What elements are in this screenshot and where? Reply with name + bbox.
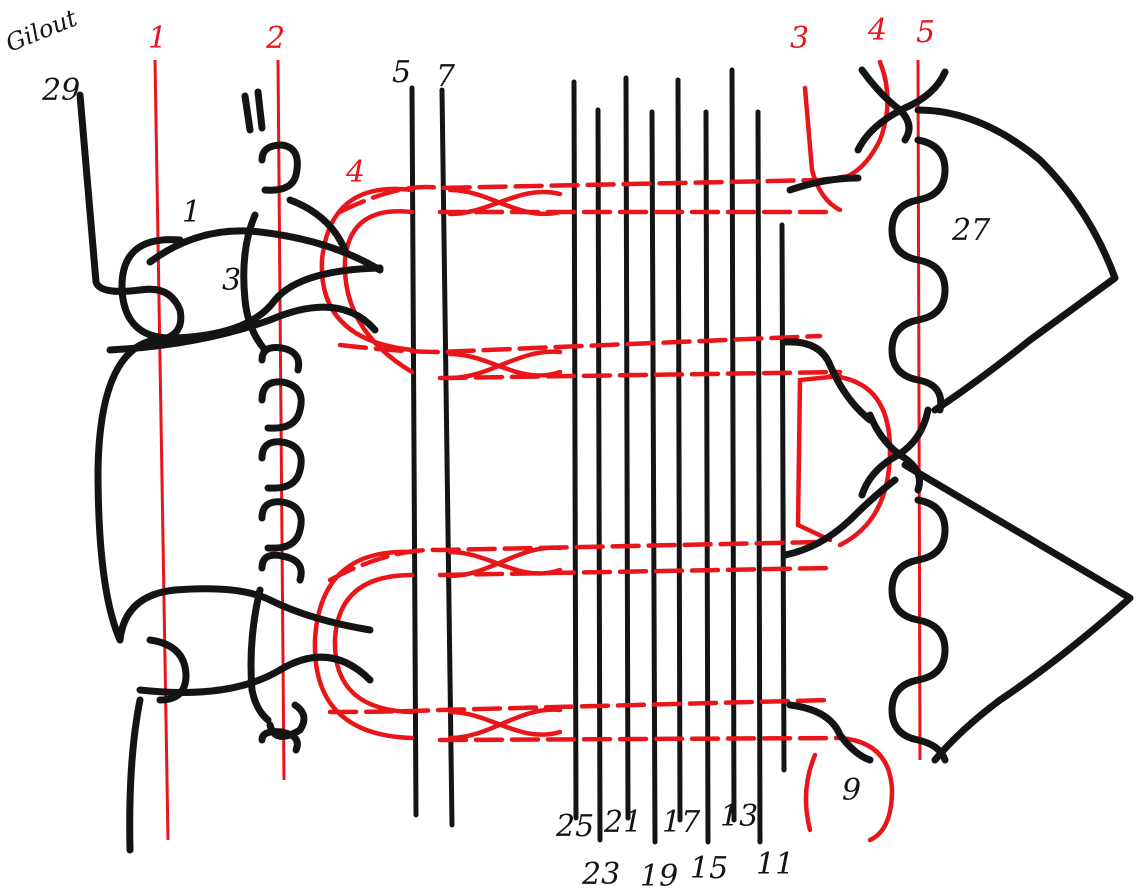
chain-link-6: [258, 551, 305, 584]
knot-top-tail: [286, 196, 349, 254]
label-21: 21: [603, 805, 642, 840]
cord-29: [76, 91, 144, 295]
red-loop-top-inner: [342, 208, 415, 375]
warp-11: [755, 109, 763, 845]
twist-4: [447, 707, 563, 741]
label-15: 15: [690, 851, 728, 886]
right-wavy-chain: [888, 136, 949, 764]
chain-link-3: [258, 378, 305, 432]
red-left-loops: [312, 186, 415, 741]
triangle-top: [914, 106, 1119, 414]
right-cross-knots: [854, 66, 949, 499]
red-loop-bottom-inner: [332, 572, 415, 715]
warp-7: [439, 87, 455, 828]
red-bottom-right: [837, 735, 895, 843]
label-23: 23: [581, 857, 620, 892]
warp-inner-right: [779, 222, 787, 773]
knot-top-loop-a: [118, 236, 384, 342]
label-29: 29: [41, 73, 80, 108]
red-line-1: [153, 59, 170, 841]
knot-bottom-stem: [247, 586, 272, 724]
label-17: 17: [662, 805, 701, 840]
red-twists: [447, 187, 563, 741]
weft-row-1a: [337, 173, 853, 215]
end-row-4: [786, 701, 874, 764]
warp-13: [729, 67, 737, 823]
weft-row-3b: [437, 565, 833, 578]
warp-5: [409, 85, 419, 818]
knot-top-stem: [240, 211, 269, 354]
label-11: 11: [756, 847, 794, 882]
red-weft-passes: [327, 173, 853, 743]
label-red-2: 2: [265, 21, 285, 56]
chain-link-1: [258, 141, 301, 194]
red-line-5: [916, 59, 922, 761]
label-3: 3: [222, 263, 241, 298]
label-9: 9: [842, 773, 861, 808]
end-row-2: [781, 338, 874, 424]
left-hitch-chain: [241, 88, 305, 754]
knot-top-hook: [136, 285, 185, 344]
warp-17: [675, 77, 683, 823]
label-1: 1: [182, 195, 201, 230]
warp-21: [623, 75, 631, 821]
chain-link-4: [258, 438, 305, 492]
label-5: 5: [392, 55, 411, 90]
warp-25: [571, 79, 579, 821]
weft-row-2b: [437, 369, 843, 381]
label-red-side-4: 4: [345, 155, 365, 190]
label-red-1: 1: [148, 21, 167, 56]
right-triangle-loops: [901, 106, 1134, 764]
red-3-top: [802, 85, 843, 213]
label-red-3: 3: [790, 21, 809, 56]
knot-top-loop-b: [146, 227, 384, 274]
twist-1: [447, 187, 563, 217]
warp-23: [595, 107, 603, 843]
label-7: 7: [436, 59, 456, 94]
cross-mid-b: [858, 406, 932, 499]
chain-link-7: [258, 728, 301, 754]
label-27: 27: [951, 213, 991, 248]
knot-top-loop-c: [106, 303, 379, 354]
chain-top-ends: [241, 88, 266, 134]
knot-left-bottom: [116, 585, 374, 854]
triangle-bottom: [901, 461, 1134, 764]
left-outer-arc: [94, 336, 159, 644]
red-bottom-hook: [803, 752, 818, 833]
label-red-4: 4: [867, 13, 887, 48]
twist-2: [447, 349, 563, 381]
black-warp-threads: [409, 67, 787, 845]
red-guide-lines: [153, 59, 922, 841]
red-loop-bottom-outer: [312, 549, 415, 741]
warp-19: [649, 109, 658, 845]
weft-row-4b: [437, 735, 843, 743]
warp-15: [703, 109, 711, 845]
label-13: 13: [720, 799, 758, 834]
end-row-3: [781, 476, 899, 559]
red-line-2: [276, 59, 286, 781]
end-row-1: [786, 174, 862, 194]
right-weft-ends: [781, 174, 899, 764]
knot-bottom-loop-b: [136, 653, 374, 696]
signature: Gilout: [2, 4, 81, 58]
label-25: 25: [555, 809, 594, 844]
knot-left-top: [106, 196, 384, 354]
label-19: 19: [640, 859, 678, 892]
chain-link-2: [258, 344, 303, 374]
knot-bottom-tail: [126, 696, 144, 854]
chain-link-5: [258, 498, 305, 552]
knot-bottom-loop-a: [116, 585, 374, 644]
label-red-5: 5: [916, 15, 935, 50]
knot-bottom-hook: [146, 636, 190, 704]
cross-top-b: [854, 68, 949, 154]
twist-3: [447, 545, 563, 579]
red-right-bracket: [795, 373, 843, 543]
red-loop-top-outer: [319, 186, 415, 353]
red-right-arc: [827, 373, 893, 548]
